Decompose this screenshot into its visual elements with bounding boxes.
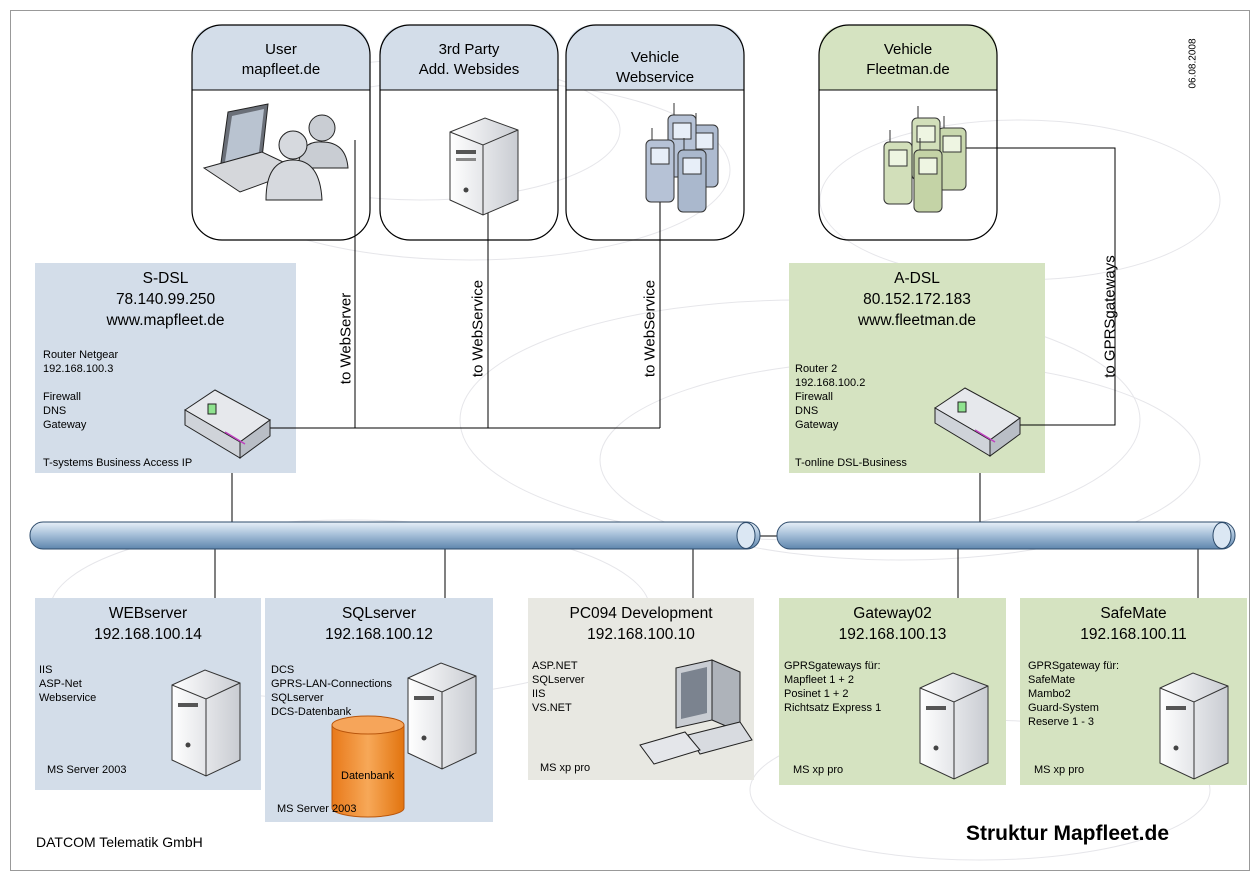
safemate-item: GPRSgateway für: bbox=[1028, 660, 1120, 672]
network-bus-right bbox=[776, 521, 1236, 550]
mobile-phones-icon bbox=[645, 103, 719, 213]
server-tower-icon bbox=[449, 117, 519, 216]
pc094-text: PC094 Development 192.168.100.10 ASP.NET… bbox=[528, 603, 754, 780]
safemate-name: SafeMate bbox=[1100, 605, 1167, 622]
sdsl-text: S-DSL 78.140.99.250 www.mapfleet.de Rout… bbox=[35, 268, 296, 473]
sdsl-router: Router Netgear bbox=[43, 349, 119, 361]
sdsl-provider: T-systems Business Access IP bbox=[43, 457, 193, 469]
cloud-user-line2: mapfleet.de bbox=[241, 61, 321, 78]
sdsl-service-firewall: Firewall bbox=[43, 391, 81, 403]
gateway02-item: GPRSgateways für: bbox=[784, 660, 881, 672]
sqlserver-name: SQLserver bbox=[341, 605, 417, 622]
safemate-text: SafeMate 192.168.100.11 GPRSgateway für:… bbox=[1020, 603, 1247, 785]
network-bus-left bbox=[29, 521, 761, 550]
gateway02-item: Posinet 1 + 2 bbox=[784, 688, 849, 700]
sqlserver-item: SQLserver bbox=[271, 692, 324, 704]
pc094-os: MS xp pro bbox=[540, 762, 591, 774]
gateway02-os: MS xp pro bbox=[793, 764, 844, 776]
label-to-webservice-2: to WebService bbox=[641, 279, 659, 378]
sqlserver-item: GPRS-LAN-Connections bbox=[271, 678, 393, 690]
adsl-service-gateway: Gateway bbox=[795, 419, 839, 431]
database-label: Datenbank bbox=[341, 770, 395, 782]
cloud-third-party-line1: 3rd Party bbox=[438, 41, 500, 58]
cloud-vehicle-fleetman bbox=[818, 24, 998, 241]
company-label: DATCOM Telematik GmbH bbox=[36, 834, 203, 850]
sdsl-service-gateway: Gateway bbox=[43, 419, 87, 431]
label-to-webserver: to WebServer bbox=[337, 292, 355, 385]
sdsl-router-ip: 192.168.100.3 bbox=[43, 363, 114, 375]
label-to-webservice-1: to WebService bbox=[469, 279, 487, 378]
gateway02-ip: 192.168.100.13 bbox=[838, 626, 947, 643]
sqlserver-text: SQLserver 192.168.100.12 DCS GPRS-LAN-Co… bbox=[265, 603, 493, 822]
gateway02-name: Gateway02 bbox=[853, 605, 932, 622]
adsl-service-dns: DNS bbox=[795, 405, 819, 417]
webserver-tower-icon bbox=[171, 669, 241, 777]
cloud-vehicle-webservice bbox=[565, 24, 745, 241]
sqlserver-os: MS Server 2003 bbox=[277, 803, 357, 815]
safemate-item: Reserve 1 - 3 bbox=[1028, 716, 1095, 728]
laptop-users-icon bbox=[202, 103, 349, 201]
webserver-item: IIS bbox=[39, 664, 53, 676]
safemate-item: Guard-System bbox=[1028, 702, 1099, 714]
cloud-vehicle-fm-line1: Vehicle bbox=[883, 41, 933, 58]
adsl-router-ip: 192.168.100.2 bbox=[795, 377, 866, 389]
sqlserver-tower-icon bbox=[407, 662, 477, 770]
safemate-tower-icon bbox=[1159, 672, 1229, 780]
mobile-phones-green-icon bbox=[883, 106, 967, 213]
date-label: 06.08.2008 bbox=[1187, 38, 1199, 89]
pc094-item: SQLserver bbox=[532, 674, 585, 686]
cloud-vehicle-ws-line1: Vehicle bbox=[630, 49, 680, 66]
label-to-gprsgateways: to GPRSgateways bbox=[1101, 255, 1119, 378]
webserver-name: WEBserver bbox=[108, 605, 188, 622]
gateway02-item: Richtsatz Express 1 bbox=[784, 702, 882, 714]
connection-lines bbox=[214, 140, 1199, 598]
adsl-ip: 80.152.172.183 bbox=[863, 291, 971, 308]
pc094-item: IIS bbox=[532, 688, 546, 700]
safemate-os: MS xp pro bbox=[1034, 764, 1085, 776]
adsl-text: A-DSL 80.152.172.183 www.fleetman.de Rou… bbox=[789, 268, 1045, 473]
cloud-vehicle-ws-line2: Webservice bbox=[615, 69, 695, 86]
pc094-item: VS.NET bbox=[532, 702, 572, 714]
pc094-ip: 192.168.100.10 bbox=[587, 626, 695, 643]
sdsl-service-dns: DNS bbox=[43, 405, 67, 417]
adsl-provider: T-online DSL-Business bbox=[795, 457, 907, 469]
adsl-router: Router 2 bbox=[795, 363, 838, 375]
webserver-text: WEBserver 192.168.100.14 IIS ASP-Net Web… bbox=[35, 603, 261, 790]
database-cylinder-icon bbox=[331, 715, 405, 818]
adsl-service-firewall: Firewall bbox=[795, 391, 833, 403]
sqlserver-ip: 192.168.100.12 bbox=[325, 626, 433, 643]
webserver-item: ASP-Net bbox=[39, 678, 82, 690]
gateway02-tower-icon bbox=[919, 672, 989, 780]
gateway02-text: Gateway02 192.168.100.13 GPRSgateways fü… bbox=[779, 603, 1006, 785]
gateway02-item: Mapfleet 1 + 2 bbox=[784, 674, 855, 686]
cloud-user-line1: User bbox=[265, 41, 297, 58]
router-sdsl-icon bbox=[184, 389, 271, 459]
sqlserver-item: DCS-Datenbank bbox=[271, 706, 352, 718]
adsl-url: www.fleetman.de bbox=[857, 312, 977, 329]
sdsl-ip: 78.140.99.250 bbox=[115, 291, 216, 308]
safemate-item: SafeMate bbox=[1028, 674, 1076, 686]
cloud-third-party bbox=[379, 24, 559, 241]
safemate-item: Mambo2 bbox=[1028, 688, 1071, 700]
diagram-title: Struktur Mapfleet.de bbox=[966, 822, 1170, 845]
cloud-third-party-line2: Add. Websides bbox=[418, 61, 520, 78]
pc094-item: ASP.NET bbox=[532, 660, 578, 672]
sqlserver-item: DCS bbox=[271, 664, 295, 676]
pc094-name: PC094 Development bbox=[569, 605, 713, 622]
webserver-os: MS Server 2003 bbox=[47, 764, 127, 776]
router-adsl-icon bbox=[934, 387, 1021, 457]
safemate-ip: 192.168.100.11 bbox=[1080, 626, 1187, 643]
adsl-name: A-DSL bbox=[894, 270, 940, 287]
webserver-ip: 192.168.100.14 bbox=[94, 626, 202, 643]
desktop-pc-icon bbox=[639, 659, 753, 765]
sdsl-url: www.mapfleet.de bbox=[106, 312, 225, 329]
sdsl-name: S-DSL bbox=[142, 270, 189, 287]
webserver-item: Webservice bbox=[39, 692, 97, 704]
cloud-vehicle-fm-line2: Fleetman.de bbox=[866, 61, 950, 78]
